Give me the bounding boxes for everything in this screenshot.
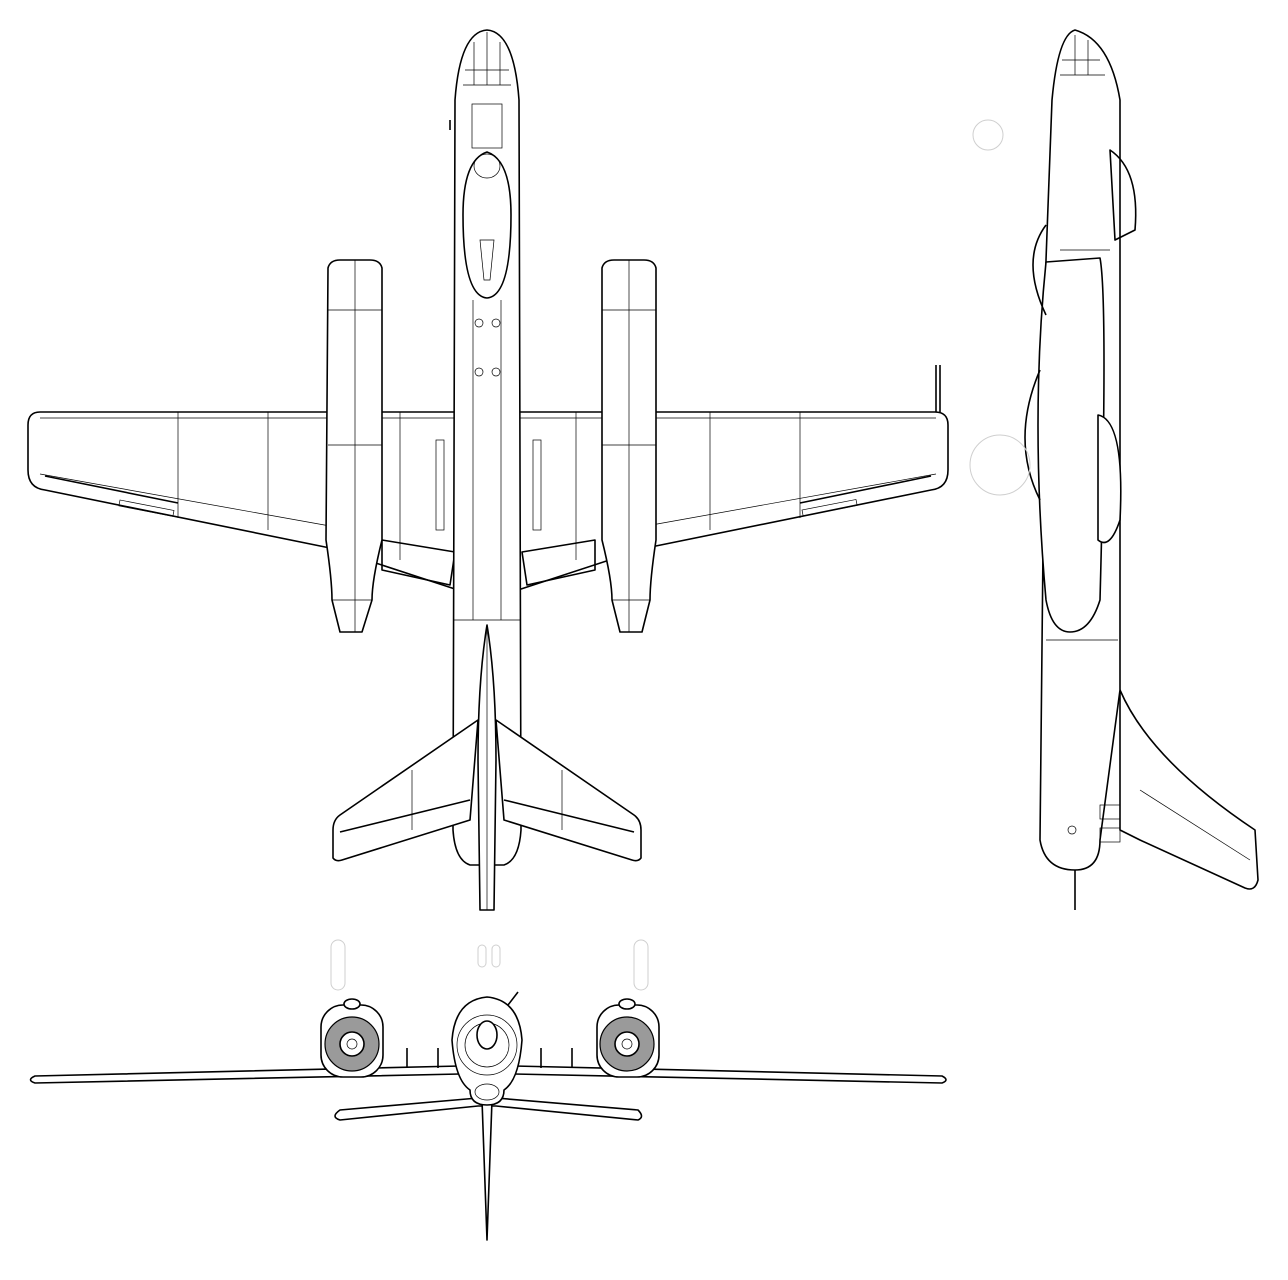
ghost-outlines: [330, 939, 649, 991]
left-engine-nacelle: [325, 259, 383, 633]
side-details: [1046, 35, 1137, 910]
nacelle-panel-lines: [328, 260, 656, 632]
right-engine-front: [596, 998, 660, 1078]
fin-side: [1119, 689, 1259, 890]
wing-fences-front: [406, 1048, 573, 1068]
front-view: [29, 939, 947, 1241]
side-view: [969, 29, 1259, 910]
right-wing: [517, 411, 949, 591]
left-wing: [27, 411, 459, 591]
fuselage-details: [449, 32, 521, 621]
engine-nacelle-side: [1037, 257, 1105, 633]
fuselage-front: [451, 991, 523, 1106]
left-engine-front: [320, 998, 384, 1078]
tail-details: [339, 770, 635, 833]
fin-front: [481, 1099, 493, 1241]
wing-panel-lines: [39, 365, 941, 586]
wing-root-side: [1097, 414, 1122, 544]
top-view: [27, 29, 949, 911]
